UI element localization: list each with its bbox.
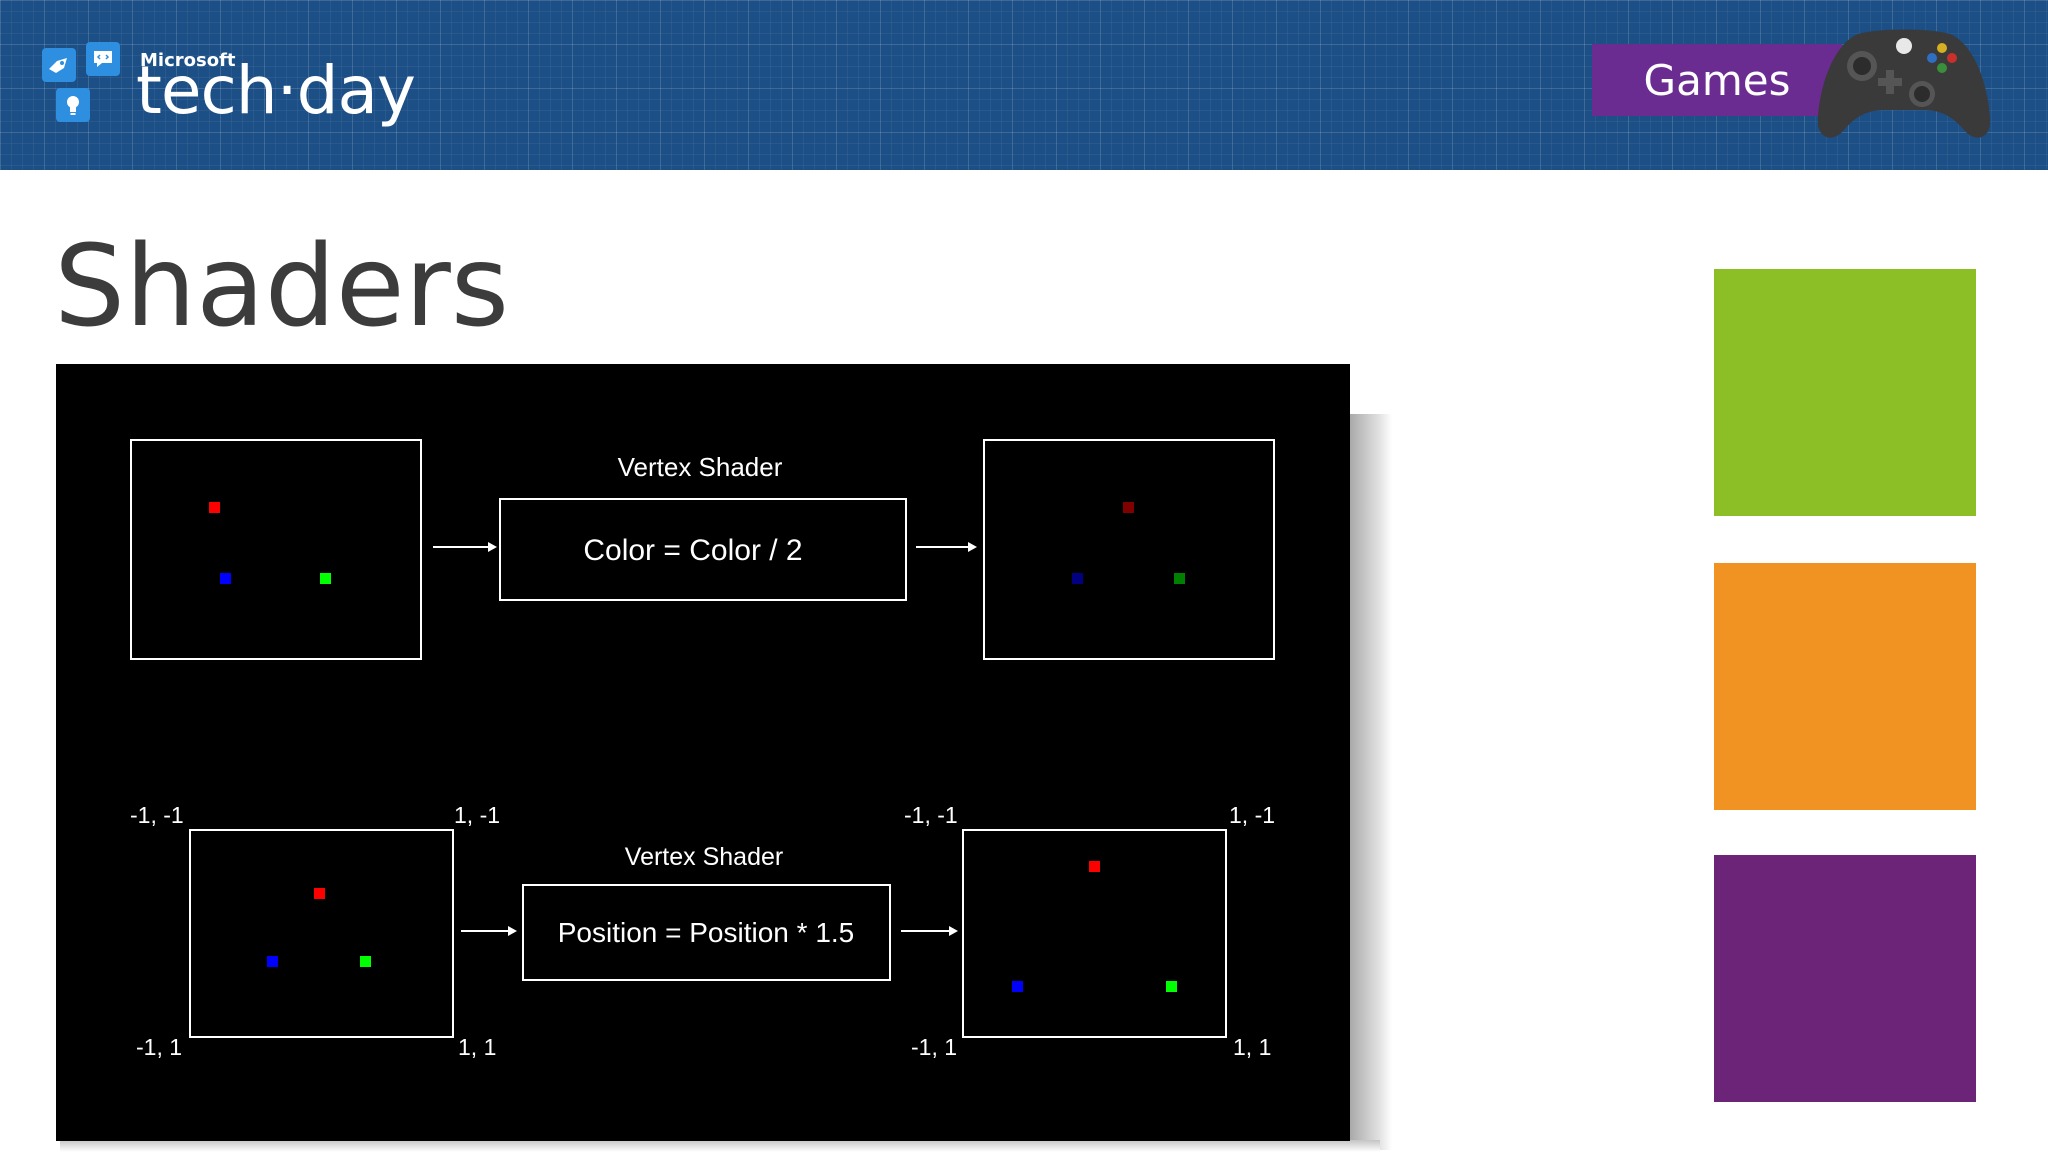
input-viewport-color [130,439,422,660]
position-input-point [267,956,278,967]
code-bubble-icon [86,42,120,76]
output-viewport-color [983,439,1275,660]
color-output-point [1123,502,1134,513]
position-output-point [1166,981,1177,992]
input-viewport-position [189,829,454,1038]
arrow-head [488,542,497,552]
position-input-point [314,888,325,899]
output-corner-top-left: -1, -1 [904,802,958,828]
panel-shadow [1350,414,1392,1150]
position-output-point [1089,861,1100,872]
top-shader-caption: Vertex Shader [618,452,783,482]
lightbulb-icon [56,88,90,122]
input-corner-top-left: -1, -1 [130,802,184,828]
rocket-icon [42,48,76,82]
slide-title: Shaders [54,222,510,352]
position-input-point [360,956,371,967]
side-tile-green [1714,269,1976,516]
color-input-point [220,573,231,584]
top-shader-box [499,498,907,601]
bottom-shader-caption: Vertex Shader [625,843,783,871]
shader-diagram: Vertex Shader Color = Color / 2 -1, -1 1… [56,364,1350,1141]
bottom-shader-box [522,884,891,981]
side-tile-purple [1714,855,1976,1102]
input-corner-bottom-left: -1, 1 [136,1034,182,1060]
top-shader-formula: Color = Color / 2 [583,534,802,567]
side-tile-orange [1714,563,1976,810]
output-corner-top-right: 1, -1 [1229,802,1275,828]
output-viewport-position [962,829,1227,1038]
brand-microsoft: Microsoft [140,50,236,71]
games-badge: Games [1592,44,1842,116]
arrow-head [968,542,977,552]
input-corner-top-right: 1, -1 [454,802,500,828]
color-input-point [320,573,331,584]
position-output-point [1012,981,1023,992]
brand-name: tech·day [136,52,416,129]
header-banner: Microsoft tech·day Games [0,0,2048,170]
color-output-point [1072,573,1083,584]
color-input-point [209,502,220,513]
arrow-head [949,926,958,936]
game-controller-icon [1818,29,1990,138]
output-corner-bottom-right: 1, 1 [1233,1034,1271,1060]
arrow-head [508,926,517,936]
bottom-shader-formula: Position = Position * 1.5 [558,917,855,948]
output-corner-bottom-left: -1, 1 [911,1034,957,1060]
panel-shadow-bottom [60,1140,1380,1152]
input-corner-bottom-right: 1, 1 [458,1034,496,1060]
color-output-point [1174,573,1185,584]
